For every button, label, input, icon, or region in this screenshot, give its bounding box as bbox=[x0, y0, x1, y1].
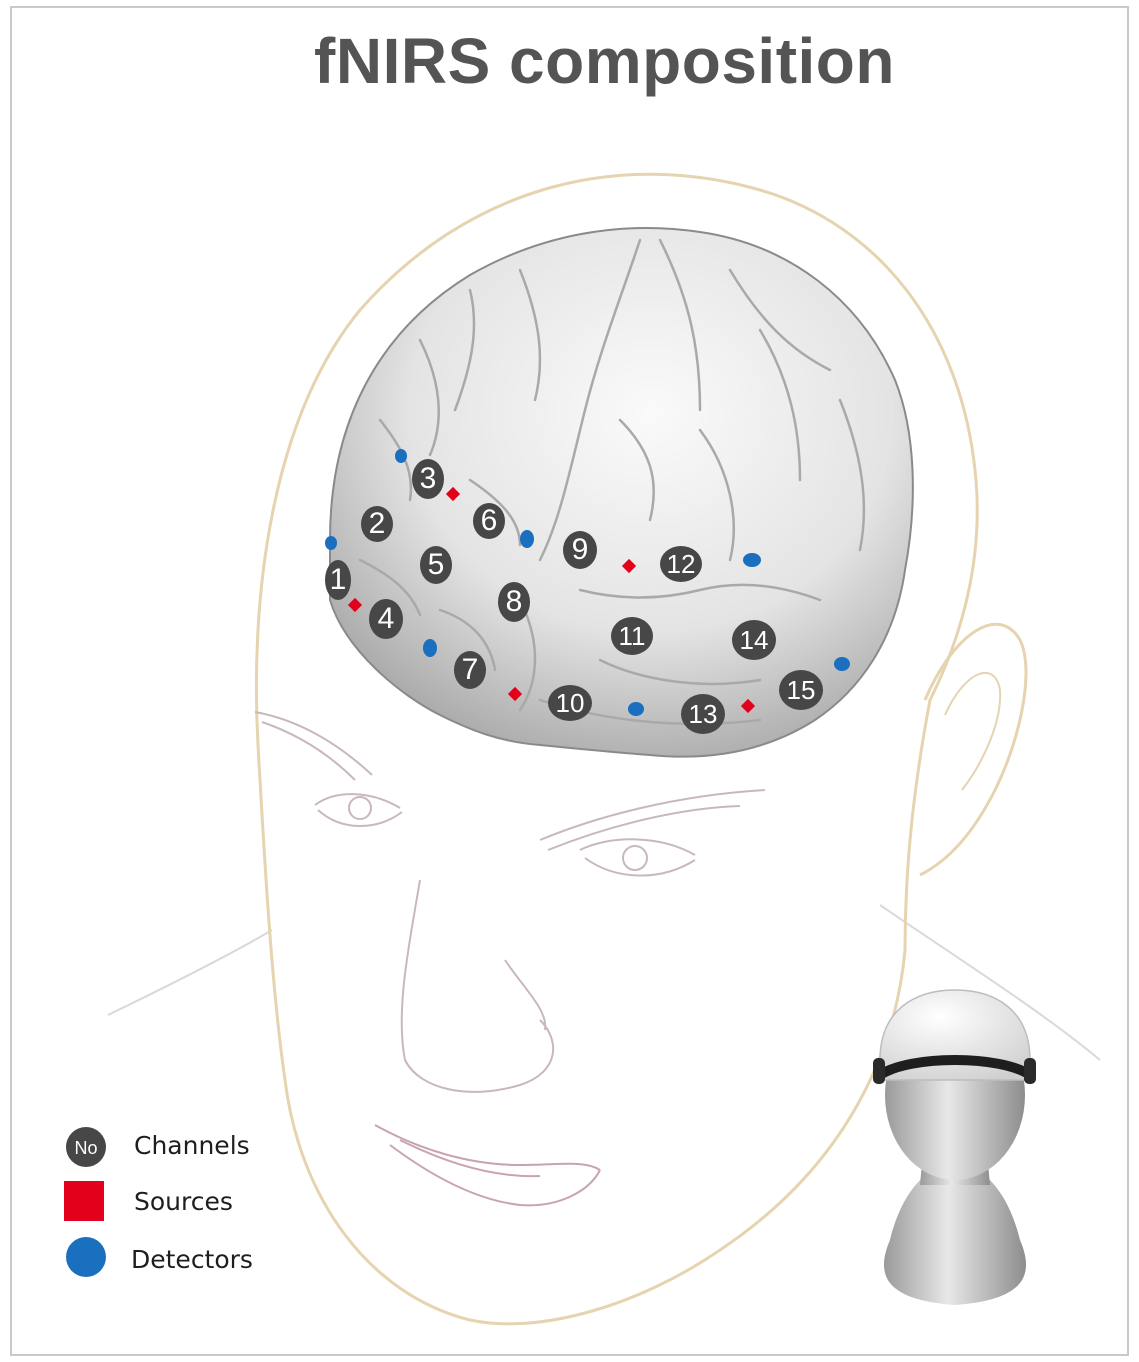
channel-number: 15 bbox=[787, 675, 816, 705]
headset-photo bbox=[873, 990, 1036, 1305]
ear-inner bbox=[945, 673, 1000, 790]
channel-marker: 8 bbox=[498, 582, 530, 622]
legend-sources-label: Sources bbox=[134, 1187, 233, 1216]
detector-marker bbox=[834, 657, 850, 671]
channel-marker: 3 bbox=[412, 459, 444, 499]
channel-number: 13 bbox=[689, 699, 718, 729]
channel-marker: 7 bbox=[454, 651, 486, 689]
legend-detectors-label: Detectors bbox=[131, 1245, 253, 1274]
channel-number: 4 bbox=[378, 602, 395, 635]
channel-number: 8 bbox=[506, 585, 523, 618]
channel-marker: 11 bbox=[611, 617, 653, 655]
ear-outline bbox=[920, 624, 1026, 875]
channel-marker: 5 bbox=[420, 546, 452, 584]
channel-marker: 15 bbox=[779, 670, 823, 710]
channel-number: 3 bbox=[420, 462, 437, 495]
channel-marker: 2 bbox=[361, 506, 393, 542]
channel-number: 7 bbox=[462, 653, 479, 686]
channel-number: 9 bbox=[572, 533, 589, 566]
detector-marker bbox=[325, 536, 337, 550]
channel-number: 14 bbox=[740, 625, 769, 655]
channel-marker: 10 bbox=[548, 685, 592, 721]
channel-marker: 4 bbox=[369, 599, 403, 639]
channel-number: 6 bbox=[481, 504, 498, 537]
channel-number: 1 bbox=[330, 563, 347, 596]
detector-marker bbox=[520, 530, 534, 548]
channel-number: 2 bbox=[369, 507, 386, 540]
legend-channels-label: Channels bbox=[134, 1131, 250, 1160]
legend: No bbox=[64, 1127, 106, 1277]
channel-number: 10 bbox=[556, 688, 585, 718]
channel-marker: 12 bbox=[660, 546, 702, 582]
detector-marker bbox=[743, 553, 761, 567]
detector-marker bbox=[423, 639, 437, 657]
detector-marker bbox=[395, 449, 407, 463]
channel-number: 11 bbox=[619, 621, 646, 651]
detector-marker bbox=[628, 702, 644, 716]
face-features bbox=[255, 712, 765, 1092]
legend-channel-marker-text: No bbox=[74, 1138, 97, 1158]
legend-detector-marker bbox=[66, 1237, 106, 1277]
channel-marker: 14 bbox=[732, 620, 776, 660]
lips bbox=[375, 1125, 600, 1205]
channel-marker: 6 bbox=[473, 503, 505, 539]
channel-number: 12 bbox=[667, 549, 696, 579]
channel-marker: 9 bbox=[563, 531, 597, 569]
channel-marker: 13 bbox=[681, 694, 725, 734]
channel-marker: 1 bbox=[325, 560, 351, 600]
legend-source-marker bbox=[64, 1181, 104, 1221]
channel-number: 5 bbox=[428, 548, 445, 581]
